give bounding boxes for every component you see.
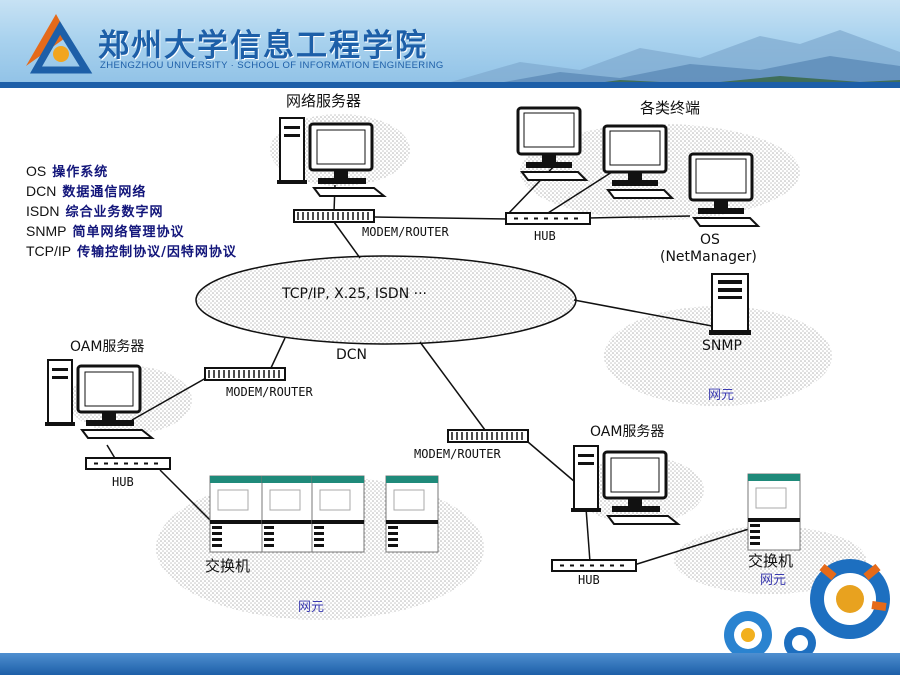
snmp-server-icon bbox=[708, 273, 752, 336]
switch-rack-right-icon bbox=[747, 473, 801, 551]
network-element-region-right bbox=[604, 306, 832, 406]
hub-top-icon bbox=[505, 212, 591, 225]
label-switch-right: 交换机 bbox=[748, 552, 793, 570]
switch-rack-2-icon bbox=[261, 475, 315, 553]
label-network-element-right: 网元 bbox=[708, 388, 734, 403]
label-network-server: 网络服务器 bbox=[286, 92, 361, 110]
modem-router-top-icon bbox=[293, 209, 375, 223]
switch-rack-3-icon bbox=[311, 475, 365, 553]
label-modem-router-mid: MODEM/ROUTER bbox=[414, 447, 501, 461]
label-netmanager: (NetManager) bbox=[660, 249, 757, 265]
mountain-backdrop bbox=[430, 30, 900, 88]
label-terminals: 各类终端 bbox=[640, 99, 700, 117]
modem-router-mid-icon bbox=[447, 429, 529, 443]
modem-router-left-icon bbox=[204, 367, 286, 381]
switch-rack-4-icon bbox=[385, 475, 439, 553]
page-title: 郑州大学信息工程学院 bbox=[98, 28, 428, 64]
page-subtitle: ZHENGZHOU UNIVERSITY · SCHOOL OF INFORMA… bbox=[100, 60, 444, 71]
footer-bar bbox=[0, 653, 900, 675]
header-banner: 郑州大学信息工程学院 ZHENGZHOU UNIVERSITY · SCHOOL… bbox=[0, 0, 900, 88]
hub-left-icon bbox=[85, 457, 171, 470]
connection-lines bbox=[106, 161, 753, 566]
label-os: OS bbox=[700, 232, 720, 248]
switch-rack-1-icon bbox=[209, 475, 263, 553]
label-hub-left: HUB bbox=[112, 475, 134, 489]
header-strip bbox=[0, 82, 900, 88]
label-oam-server-right: OAM服务器 bbox=[590, 424, 664, 440]
label-network-element-bottom-right: 网元 bbox=[760, 573, 786, 588]
label-cloud-protocols: TCP/IP, X.25, ISDN ··· bbox=[281, 286, 427, 302]
label-modem-router-left: MODEM/ROUTER bbox=[226, 385, 313, 399]
label-modem-router-top: MODEM/ROUTER bbox=[362, 225, 449, 239]
hub-right-icon bbox=[551, 559, 637, 572]
label-network-element-left: 网元 bbox=[298, 600, 324, 615]
label-hub-right: HUB bbox=[578, 573, 600, 587]
label-snmp: SNMP bbox=[702, 338, 742, 354]
label-switch-left: 交换机 bbox=[205, 557, 250, 575]
label-dcn: DCN bbox=[336, 347, 367, 363]
label-oam-server-left: OAM服务器 bbox=[70, 339, 144, 355]
decorative-gears-icon bbox=[724, 559, 890, 657]
university-logo-icon bbox=[26, 14, 93, 74]
label-hub-top: HUB bbox=[534, 229, 556, 243]
